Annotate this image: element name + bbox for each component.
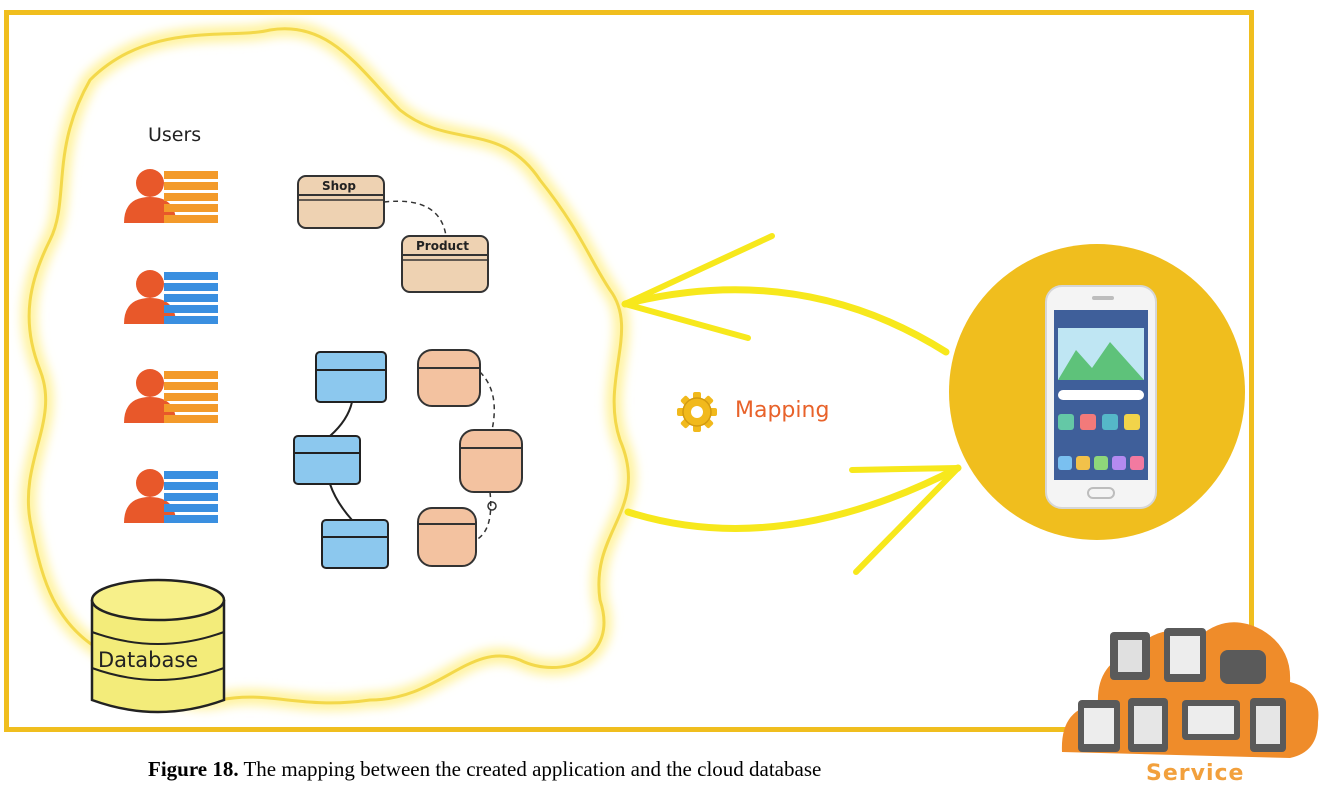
relation-line xyxy=(383,200,447,237)
user-icon xyxy=(124,469,218,523)
cloud-service-icon xyxy=(1061,622,1319,758)
entity-shop: Shop xyxy=(297,175,385,229)
database-icon xyxy=(90,578,226,714)
service-label: Service xyxy=(1146,761,1245,786)
arrow-to-app xyxy=(624,464,962,575)
entity-peach-chain xyxy=(417,349,523,567)
user-icon xyxy=(124,270,218,324)
entity-blue-chain xyxy=(293,351,389,569)
figure-caption-text: The mapping between the created applicat… xyxy=(238,757,822,781)
mapping-label: Mapping xyxy=(735,398,830,423)
user-icon xyxy=(124,369,218,423)
entity-product: Product xyxy=(401,235,489,293)
database-label: Database xyxy=(98,648,199,672)
entity-product-label: Product xyxy=(416,239,469,253)
diagram-frame xyxy=(4,10,1254,732)
phone-icon xyxy=(1045,285,1157,509)
entity-shop-label: Shop xyxy=(322,179,356,193)
gear-icon xyxy=(677,392,717,432)
arrow-to-cloud xyxy=(621,233,950,356)
figure-number: Figure 18. xyxy=(148,757,239,781)
users-label: Users xyxy=(148,124,202,146)
user-icon xyxy=(124,169,218,223)
cloud-boundary xyxy=(20,20,637,711)
figure-caption: Figure 18. The mapping between the creat… xyxy=(148,757,821,782)
